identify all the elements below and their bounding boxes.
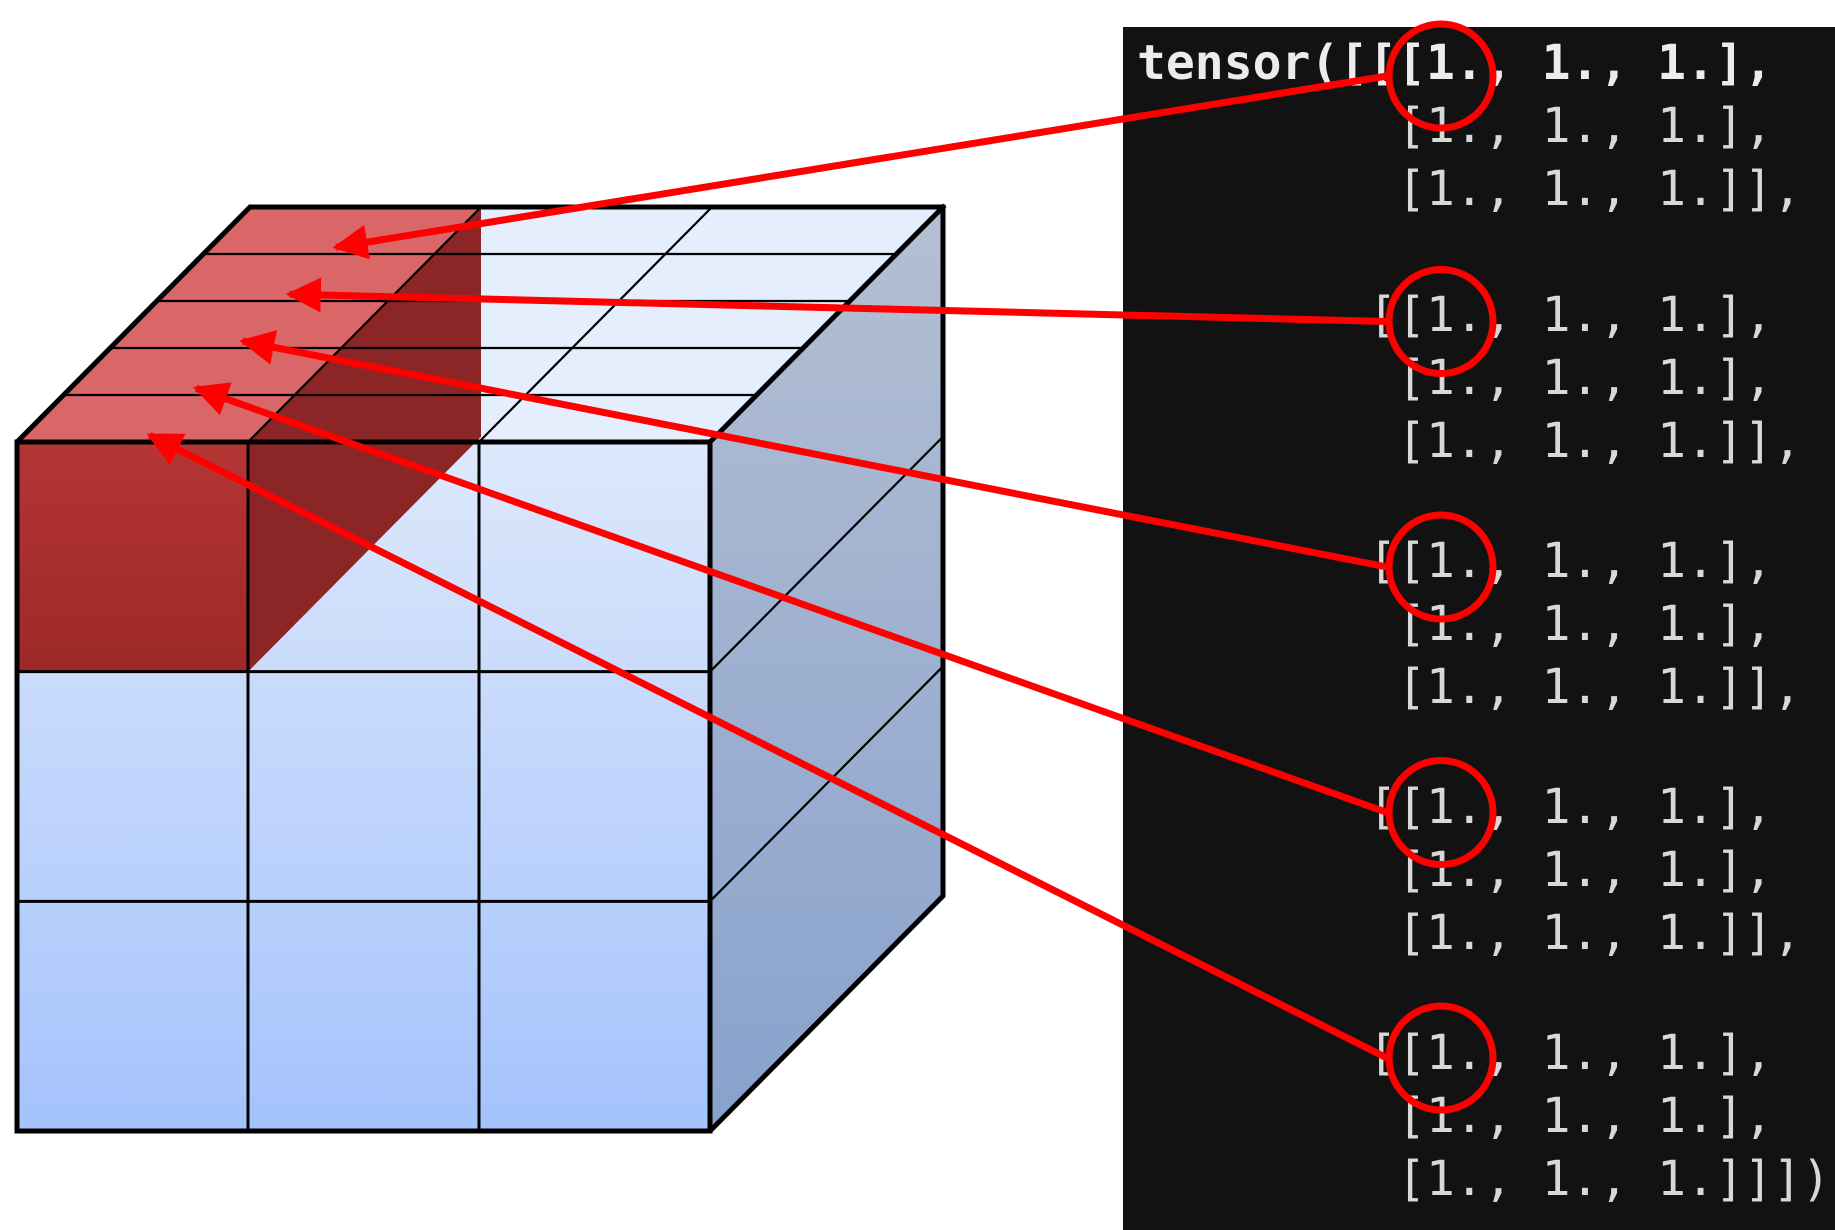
code-line: [[1., 1., 1.], — [1137, 1025, 1773, 1081]
code-line: [1., 1., 1.], — [1137, 98, 1773, 154]
cube-front-face — [17, 442, 710, 1131]
code-line: [1., 1., 1.]]]) — [1137, 1151, 1831, 1207]
cube-side-face — [710, 207, 943, 1131]
highlight-front-face — [17, 442, 248, 672]
code-line: [1., 1., 1.]], — [1137, 905, 1802, 961]
top-grid-line — [477, 205, 714, 444]
cube-front-outline — [14, 439, 713, 1134]
code-line: [[1., 1., 1.], — [1137, 779, 1773, 835]
code-line: tensor([[[1., 1., 1.], — [1137, 35, 1773, 91]
code-line: [1., 1., 1.], — [1137, 842, 1773, 898]
side-grid-line — [708, 435, 945, 674]
cube-grid-lines — [14, 203, 947, 1134]
highlight-side-face — [248, 207, 481, 672]
cube-edge — [706, 203, 947, 446]
code-line: [[1., 1., 1.], — [1137, 533, 1773, 589]
side-grid-line — [708, 664, 945, 903]
code-line: [1., 1., 1.]], — [1137, 161, 1802, 217]
code-line: [1., 1., 1.], — [1137, 596, 1773, 652]
code-line: [1., 1., 1.]], — [1137, 413, 1802, 469]
cube-back-outline — [15, 204, 946, 1133]
code-line: [1., 1., 1.], — [1137, 350, 1773, 406]
cube — [17, 207, 943, 1131]
code-line: [[1., 1., 1.], — [1137, 287, 1773, 343]
top-grid-line — [246, 205, 483, 444]
cube-top-face — [17, 207, 943, 442]
code-line: [1., 1., 1.]], — [1137, 659, 1802, 715]
highlight-top-face — [17, 207, 481, 442]
code-line: [1., 1., 1.], — [1137, 1088, 1773, 1144]
highlighted-column — [17, 207, 481, 672]
